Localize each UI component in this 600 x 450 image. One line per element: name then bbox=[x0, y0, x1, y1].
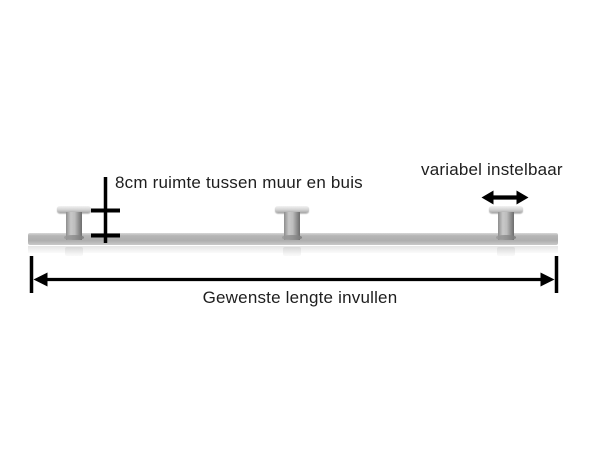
horizontal-double-arrow-icon bbox=[481, 190, 529, 205]
bracket-stem bbox=[66, 212, 82, 240]
wall-bracket-left bbox=[56, 206, 92, 256]
adjustable-position-label: variabel instelbaar bbox=[421, 160, 563, 179]
bracket-flange bbox=[489, 206, 523, 213]
bracket-flange bbox=[57, 206, 91, 213]
bracket-reflection bbox=[497, 247, 515, 256]
wall-bracket-middle bbox=[274, 206, 310, 256]
bracket-stem-base bbox=[496, 235, 516, 240]
bracket-flange bbox=[275, 206, 309, 213]
bracket-stem bbox=[498, 212, 514, 240]
desired-length-label: Gewenste lengte invullen bbox=[202, 288, 398, 307]
bracket-reflection bbox=[283, 247, 301, 256]
wall-to-tube-spacing-label: 8cm ruimte tussen muur en buis bbox=[115, 173, 363, 192]
bracket-stem-base bbox=[64, 235, 84, 240]
bracket-stem bbox=[284, 212, 300, 240]
vertical-dimension-with-ticks bbox=[91, 177, 120, 243]
bracket-reflection bbox=[65, 247, 83, 256]
wall-bracket-right bbox=[488, 206, 524, 256]
bracket-stem-base bbox=[282, 235, 302, 240]
double-ended-dimension-arrow bbox=[29, 256, 559, 293]
